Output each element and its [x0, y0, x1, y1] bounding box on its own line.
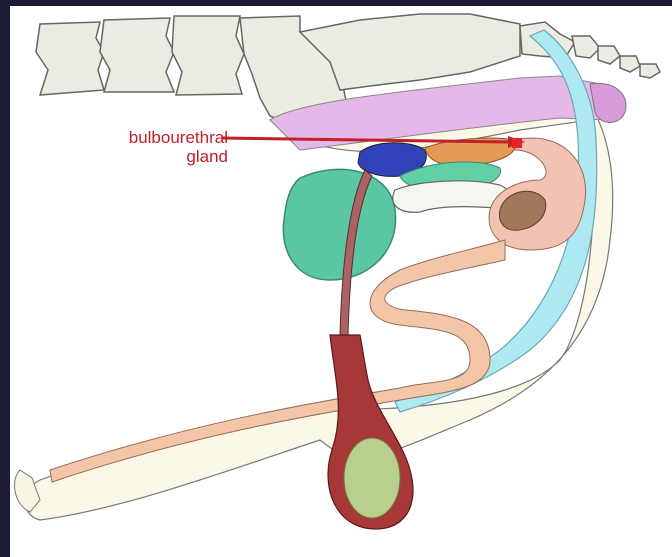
label-bulbourethral: bulbourethral	[50, 128, 228, 147]
diagram-frame: bulbourethral gland	[10, 6, 672, 557]
urinary-bladder	[283, 169, 395, 280]
bulbourethral-gland-marker	[512, 138, 522, 148]
label-gland: gland	[50, 147, 228, 166]
testis	[344, 438, 400, 518]
reproductive-anatomy-diagram	[10, 6, 672, 557]
